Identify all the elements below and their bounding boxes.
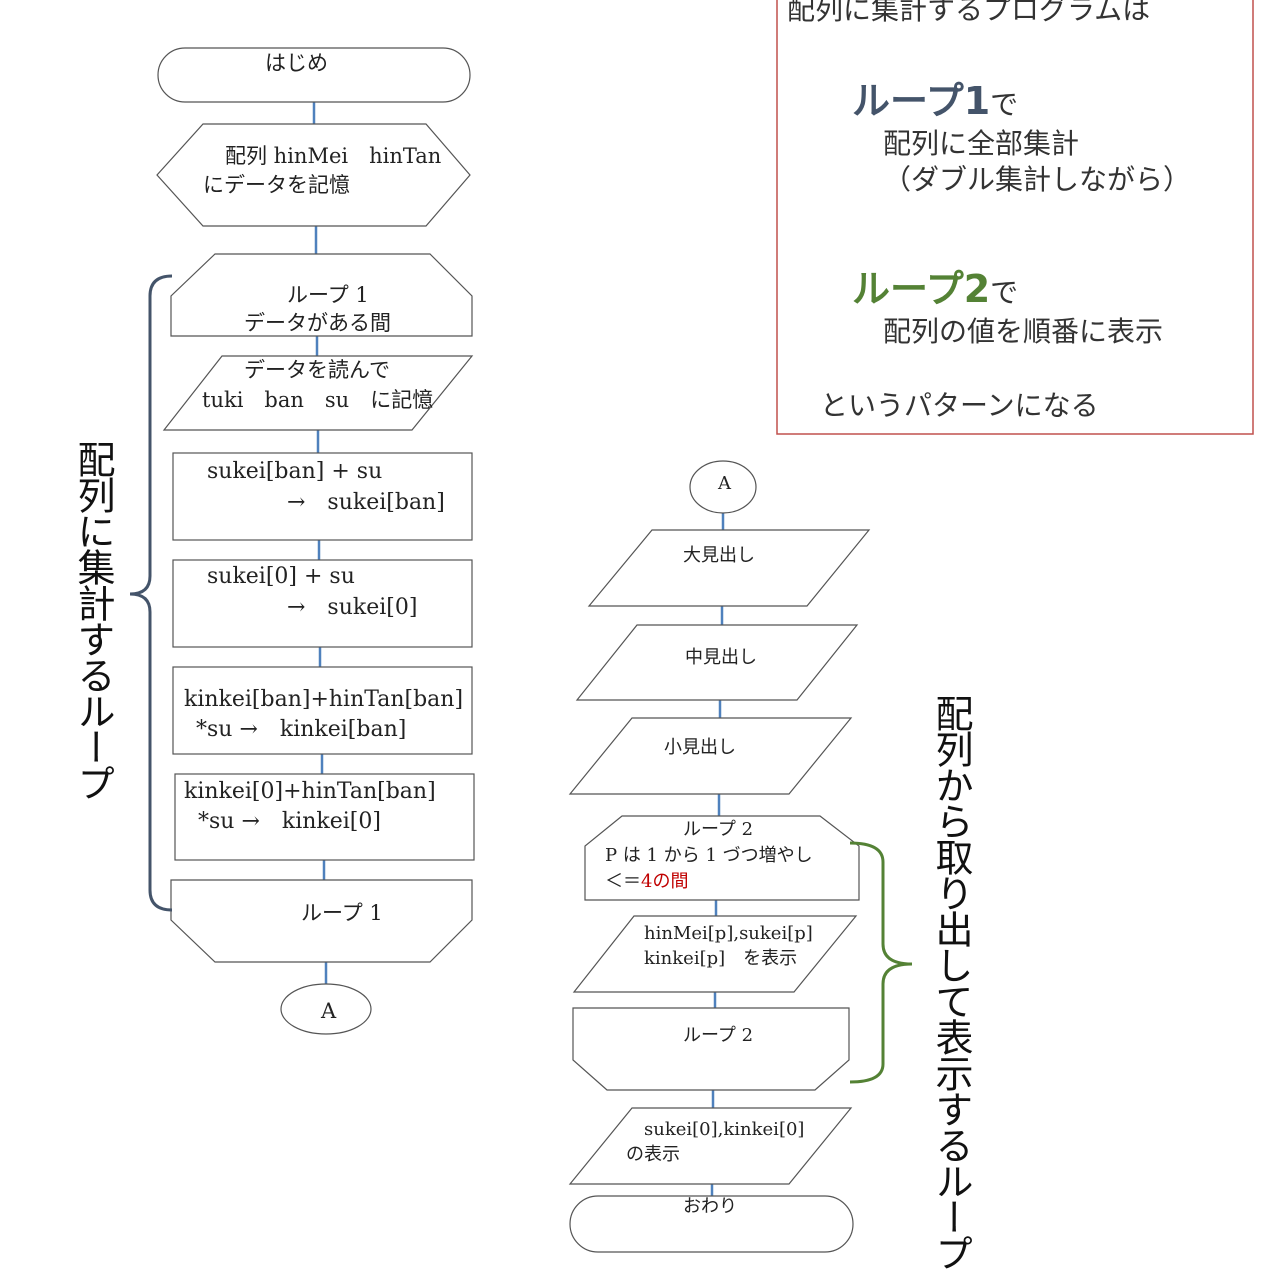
input-data-shape [162,355,474,431]
p3-label-line1: kinkei[ban]+hinTan[ban] [184,687,464,712]
right-brace [849,841,913,1084]
output-loop-values [572,915,858,993]
right-flow-connectors [710,512,725,1196]
loop2-condition-suffix: の間 [652,871,689,892]
loop1-end-shape [170,879,473,963]
note-loop1-desc2: （ダブル集計しながら） [883,163,1192,196]
note-loop1-suffix: で [990,88,1019,121]
loop1-start-label-line2: データがある間 [244,311,391,335]
p1-label-line1: sukei[ban] + su [207,459,383,484]
loop1-start-shape [170,253,473,337]
out1-label: 大見出し [683,545,755,566]
left-connector-a [280,983,372,1035]
note-loop2-desc1: 配列の値を順番に表示 [883,315,1164,348]
left-loop-caption: 配列に集計するループ [71,440,115,800]
input-label-line1: データを読んで [244,358,390,382]
loop2-end-label: ループ 2 [683,1025,754,1046]
note-loop1-title: ループ1 [852,79,991,123]
loop2-condition-op: ＜＝ [605,871,641,892]
left-connector-label: A [321,999,337,1023]
loop2-start-label-line1: ループ 2 [683,819,754,840]
p2-label-line2: → sukei[0] [287,595,418,620]
note-loop2-suffix: で [990,276,1019,309]
note-loop1-desc1: 配列に全部集計 [883,127,1080,160]
note-heading: 配列に集計するプログラムは [787,0,1151,26]
end-label: おわり [683,1196,737,1217]
note-box [776,0,1254,435]
out4-label-line1: hinMei[p],sukei[p] [644,923,813,944]
out2-label: 中見出し [685,647,757,668]
input-label-line2: tuki ban su に記憶 [202,388,434,412]
right-connector-a [689,460,757,514]
end-terminal [569,1195,854,1253]
out5-label-line1: sukei[0],kinkei[0] [644,1119,805,1140]
loop1-start-label-line1: ループ 1 [287,283,369,307]
loop2-start-shape [584,815,860,901]
process-kinkei-0 [174,773,475,861]
note-loop2-title: ループ2 [852,267,991,311]
left-brace [129,274,173,912]
p4-label-line2: *su → kinkei[0] [198,809,381,834]
loop2-start-label-line3: ＜＝4の間 [605,871,688,894]
p4-label-line1: kinkei[0]+hinTan[ban] [184,779,436,804]
start-terminal [157,47,471,103]
loop2-end-shape [572,1007,850,1091]
p2-label-line1: sukei[0] + su [207,564,355,589]
note-loop2-line: ループ2で [852,258,1018,313]
output-totals [568,1107,853,1185]
preparation-shape [156,123,471,227]
out3-label: 小見出し [664,737,736,758]
output-mid-heading [575,624,859,701]
output-small-heading [568,717,853,795]
p3-label-line2: *su → kinkei[ban] [196,717,407,742]
note-footer: というパターンになる [820,389,1099,422]
out4-label-line2: kinkei[p] を表示 [644,948,798,969]
process-sukei-ban [172,452,473,541]
process-sukei-0 [172,559,473,648]
right-connector-label: A [718,473,731,494]
p1-label-line2: → sukei[ban] [287,490,445,515]
loop1-end-label: ループ 1 [301,901,383,925]
loop2-condition-limit: 4 [641,871,653,892]
out5-label-line2: の表示 [626,1144,680,1165]
loop2-start-label-line2: P は 1 から 1 づつ増やし [605,845,813,866]
process-kinkei-ban [172,666,473,755]
output-large-heading [587,529,871,607]
prep-label-line2: にデータを記憶 [203,173,350,197]
left-flow-connectors [312,102,328,984]
right-loop-caption: 配列から取り出して表示するループ [929,694,973,1270]
prep-label-line1: 配列 hinMei hinTan [225,144,442,168]
note-loop1-line: ループ1で [852,70,1018,125]
start-label: はじめ [265,51,328,75]
